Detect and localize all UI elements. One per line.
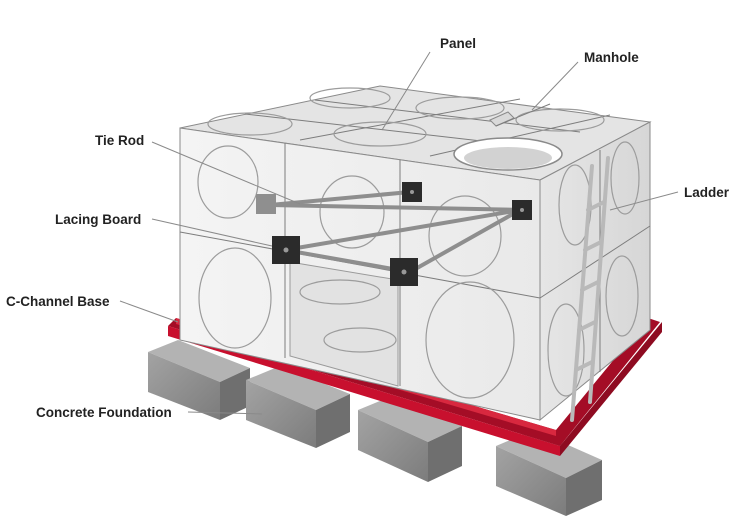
tie-rod-leader [151,141,301,205]
c-channel-base-label: C-Channel Base [6,294,110,309]
concrete-block [358,396,462,482]
lacing-board-label: Lacing Board [55,212,141,227]
c-channel-leader [119,300,179,323]
concrete-block [148,340,250,420]
concrete-foundation-label: Concrete Foundation [36,405,172,420]
lacing-board [256,182,532,286]
panel-label: Panel [440,36,476,51]
manhole [453,103,563,171]
concrete-foundation [148,340,602,516]
ladder [570,156,610,422]
tie-rod-label: Tie Rod [95,133,144,148]
concrete-block [246,366,350,448]
tie-rod [268,190,527,274]
tank-side-face [539,121,651,422]
labels: Panel Manhole Tie Rod Ladder Lacing Boar… [6,36,730,420]
panel-leader [381,51,431,131]
lacing-board-leader [151,218,273,247]
manhole-label: Manhole [584,50,639,65]
manhole-leader [531,61,579,111]
concrete-leader [187,411,263,415]
leader-lines [119,51,679,415]
ladder-label: Ladder [684,185,730,200]
ladder-leader [609,191,679,211]
water-tank [179,85,652,422]
